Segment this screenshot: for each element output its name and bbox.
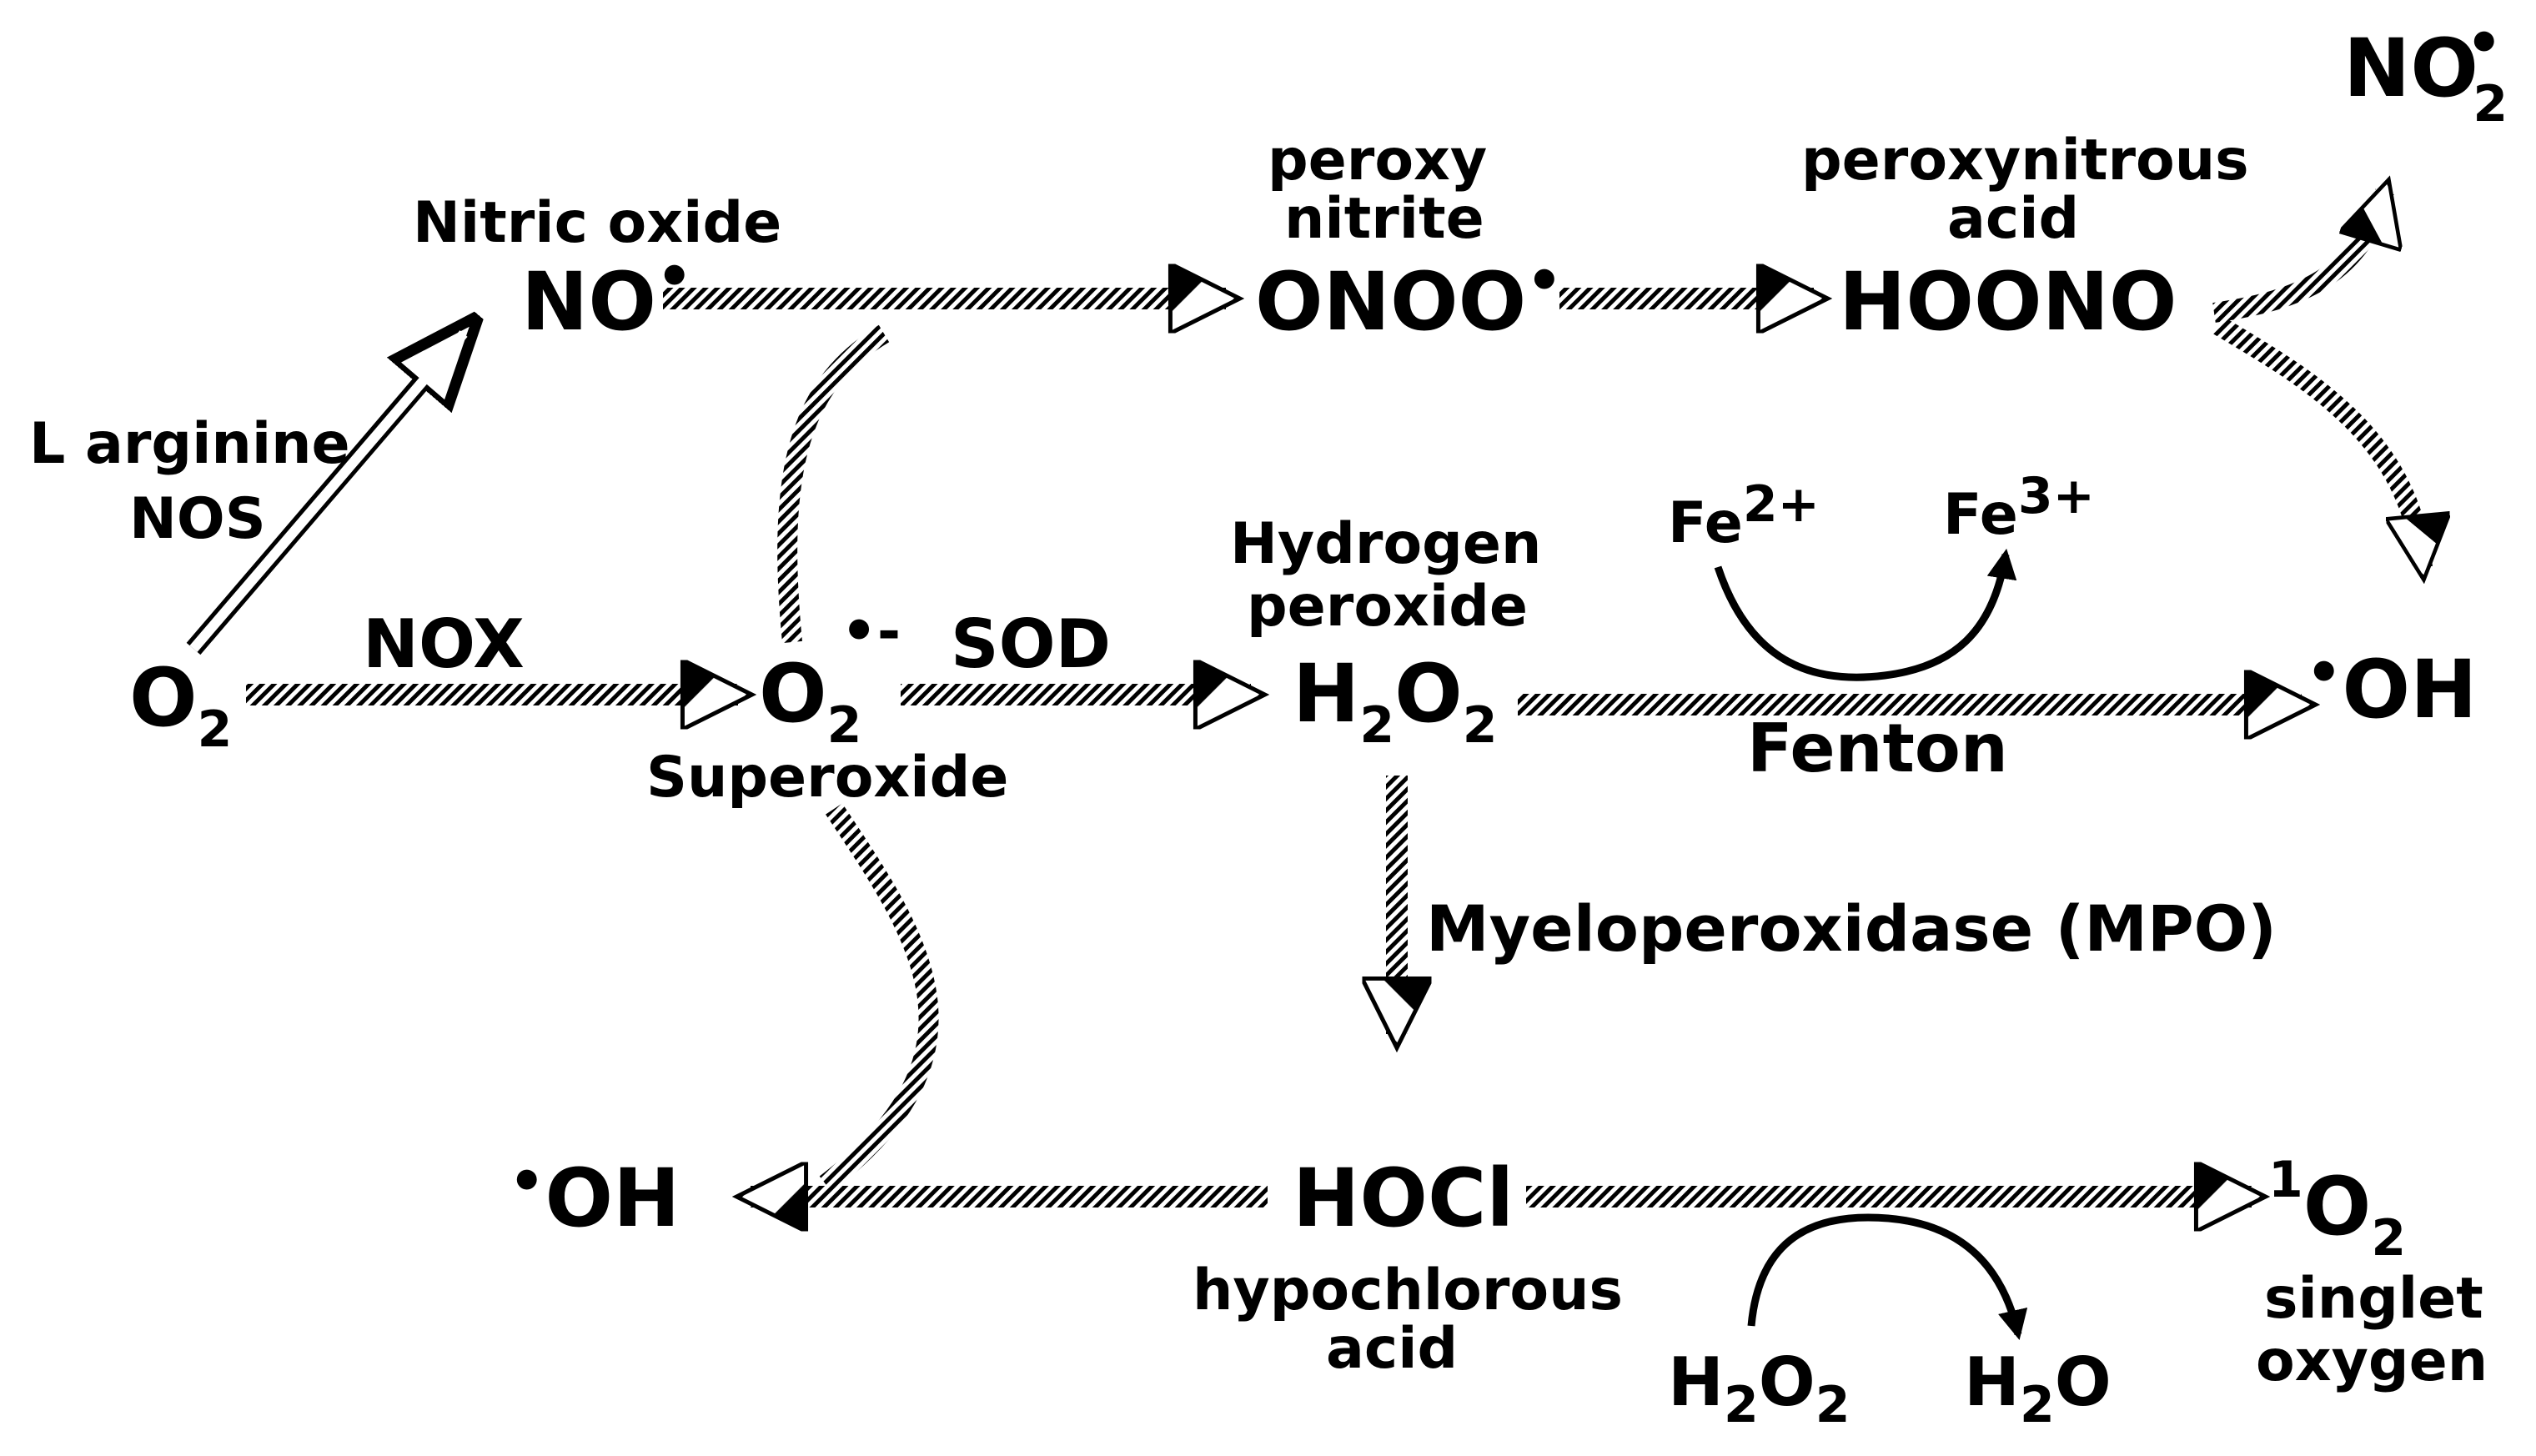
h2o2-label-2: peroxide xyxy=(1247,574,1528,640)
arrow-superoxide-to-onoo xyxy=(777,324,890,644)
hydroxyl-left-species: •OH xyxy=(509,1149,680,1245)
nitric-oxide-species: NO• xyxy=(521,244,692,349)
nos-label-line1: L arginine xyxy=(29,411,350,477)
singlet-oxygen-species: 1O2 xyxy=(2268,1151,2406,1268)
nox-label: NOX xyxy=(363,605,525,683)
nos-label-line2: NOS xyxy=(129,486,266,552)
singlet-oxygen-label-2: oxygen xyxy=(2256,1328,2488,1394)
hocl-species: HOCl xyxy=(1293,1152,1514,1245)
h2o2-species: H2O2 xyxy=(1293,647,1497,755)
hocl-label-1: hypochlorous xyxy=(1193,1258,1623,1323)
hydroxyl-right-species: •OH xyxy=(2306,640,2477,736)
singlet-oxygen-label-1: singlet xyxy=(2264,1266,2483,1332)
fenton-label: Fenton xyxy=(1747,710,2008,787)
h2o-species: H2O xyxy=(1964,1343,2112,1434)
nitric-oxide-label: Nitric oxide xyxy=(413,190,781,256)
peroxynitrite-species: ONOO• xyxy=(1255,249,1563,349)
sod-label: SOD xyxy=(951,605,1111,683)
h2o2-bottom-species: H2O2 xyxy=(1668,1343,1850,1434)
peroxynitrite-label-2: nitrite xyxy=(1284,186,1484,252)
mpo-label: Myeloperoxidase (MPO) xyxy=(1426,891,2277,966)
arrow-o2-to-no-inner xyxy=(189,330,468,652)
hocl-label-2: acid xyxy=(1326,1316,1458,1382)
arrow-fe2-to-fe3 xyxy=(1714,548,2017,681)
superoxide-label: Superoxide xyxy=(646,745,1008,811)
peroxynitrous-species: HOONO xyxy=(1839,255,2177,349)
superoxide-species: O2•- xyxy=(759,599,901,755)
peroxynitrous-label-1: peroxynitrous xyxy=(1801,128,2249,193)
o2-species: O2 xyxy=(129,651,232,759)
arrow-superoxide-to-oh xyxy=(819,803,939,1192)
no2-species: NO•2 xyxy=(2343,11,2508,133)
arrow-hoono-to-no2 xyxy=(2212,192,2385,323)
arrow-h2o2-to-h2o xyxy=(1747,1213,2028,1341)
fe3-species: Fe3+ xyxy=(1943,467,2095,548)
h2o2-label-1: Hydrogen xyxy=(1230,511,1541,577)
peroxynitrite-label-1: peroxy xyxy=(1268,128,1487,193)
arrow-hoono-to-oh xyxy=(2212,316,2423,567)
fe2-species: Fe2+ xyxy=(1668,475,1820,556)
peroxynitrous-label-2: acid xyxy=(1947,186,2079,252)
